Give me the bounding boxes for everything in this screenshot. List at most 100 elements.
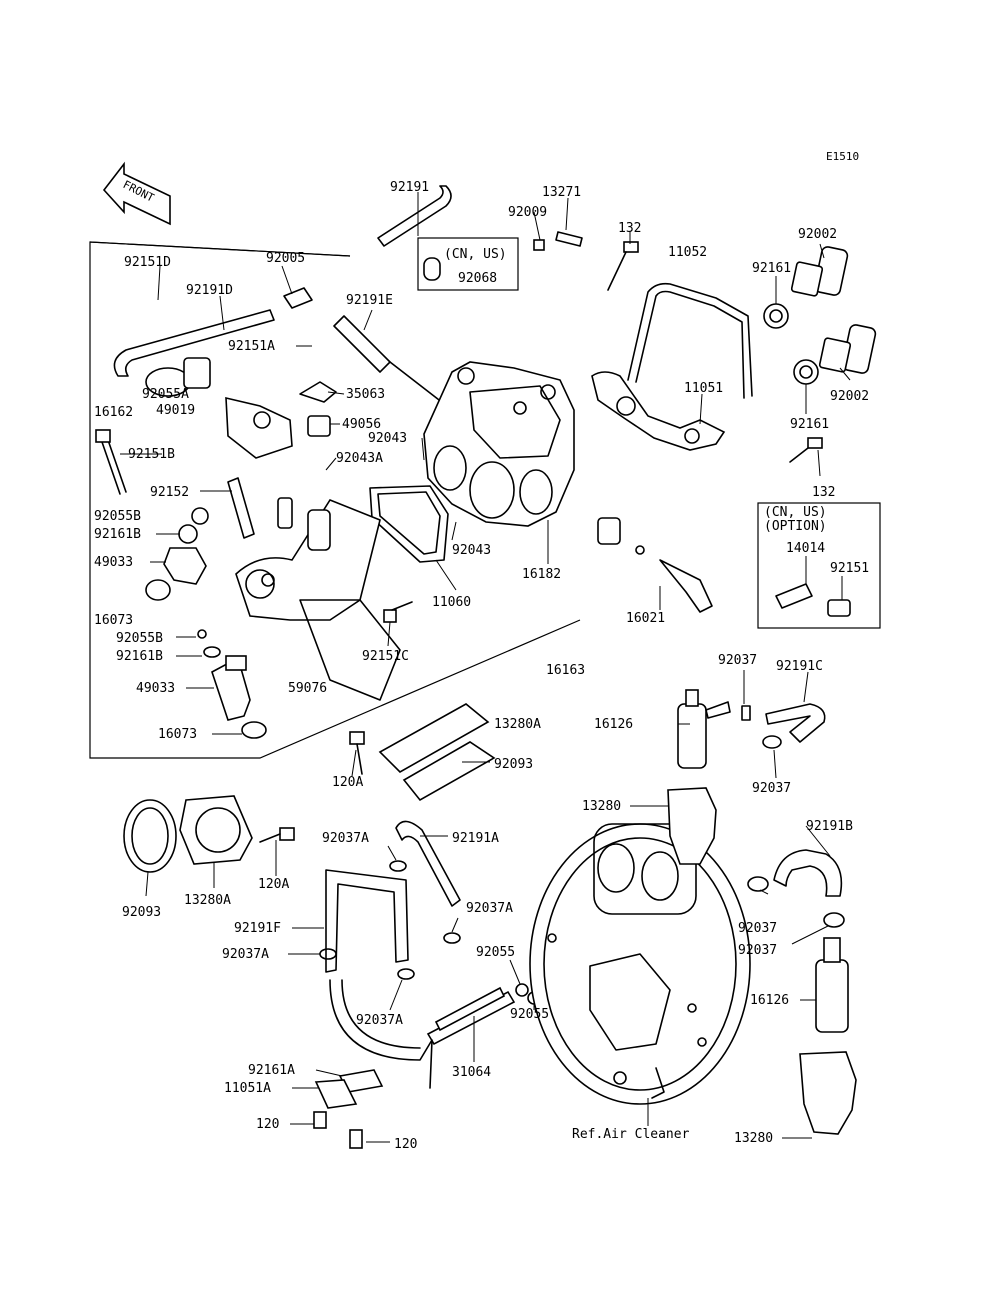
callout-92191d: 92191D	[186, 283, 233, 298]
callout-92055b-lower: 92055B	[116, 631, 163, 646]
bolt-132-upper	[607, 241, 639, 291]
callout-92161a: 92161A	[248, 1063, 295, 1078]
clip-92037a-3	[397, 968, 415, 980]
gasket-11060	[369, 485, 449, 563]
callout-92152: 92152	[150, 485, 189, 500]
callout-31064: 31064	[452, 1065, 491, 1080]
callout-92037-a: 92037	[718, 653, 757, 668]
ring-92093-lower	[123, 799, 177, 873]
callout-92043-a: 92043	[368, 431, 407, 446]
callout-92191f: 92191F	[234, 921, 281, 936]
bracket-11051a	[314, 1079, 358, 1109]
callout-49019: 49019	[156, 403, 195, 418]
callout-13280a-lower: 13280A	[184, 893, 231, 908]
callout-92191: 92191	[390, 180, 429, 195]
callout-16163: 16163	[546, 663, 585, 678]
hose-92191a	[395, 820, 461, 907]
callout-132-top: 132	[618, 221, 641, 236]
callout-92191e: 92191E	[346, 293, 393, 308]
seal-16073-upper	[145, 579, 171, 601]
fuel-pump-49019	[225, 396, 293, 459]
cap-92068	[423, 257, 441, 281]
holder-13280-upper	[667, 787, 717, 865]
bolt-120-2	[349, 1129, 363, 1149]
callout-92151b: 92151B	[128, 447, 175, 462]
callout-92037-b: 92037	[752, 781, 791, 796]
callout-14014: 14014	[786, 541, 825, 556]
callout-13280-lower: 13280	[734, 1131, 773, 1146]
bolt-132-lower	[789, 437, 823, 463]
o-ring-92055b-lower	[197, 629, 207, 639]
callout-11060: 11060	[432, 595, 471, 610]
bolt-120a-middle	[349, 731, 365, 775]
callout-92161b-lower: 92161B	[116, 649, 163, 664]
callout-16073-upper: 16073	[94, 613, 133, 628]
callout-49056: 49056	[342, 417, 381, 432]
callout-92161-mid: 92161	[790, 417, 829, 432]
callout-35063: 35063	[346, 387, 385, 402]
callout-ref-air-cleaner: Ref.Air Cleaner	[572, 1127, 690, 1142]
callout-92055-2: 92055	[510, 1007, 549, 1022]
holder-13280-lower	[799, 1051, 857, 1135]
air-cleaner-base	[529, 823, 751, 1105]
fitting-92002-lower	[793, 324, 877, 385]
callout-92191c: 92191C	[776, 659, 823, 674]
seal-16073-lower	[241, 721, 267, 739]
bolt-92151c	[383, 601, 413, 623]
throttle-body	[423, 361, 575, 527]
option-box	[757, 502, 881, 629]
bolt-120a-lower	[259, 827, 295, 843]
callout-16126-lower: 16126	[750, 993, 789, 1008]
hose-92191b	[773, 849, 843, 897]
bracket-14014	[775, 583, 813, 609]
bolt-92151b	[95, 429, 127, 495]
callout-cn-us-a: (CN, US)	[444, 247, 507, 262]
callout-92068: 92068	[458, 271, 497, 286]
callout-11051a: 11051A	[224, 1081, 271, 1096]
bolt-92151	[827, 599, 851, 617]
callout-92037a-1: 92037A	[322, 831, 369, 846]
diagram-code: E1510	[826, 150, 859, 163]
callout-92037a-3: 92037A	[222, 947, 269, 962]
callout-92005: 92005	[266, 251, 305, 266]
sensor-16021	[597, 517, 713, 613]
bolt-120-1	[313, 1111, 327, 1129]
clip-92037-upper-2	[762, 735, 782, 749]
callout-11051: 11051	[684, 381, 723, 396]
o-ring-92161b-upper	[178, 524, 198, 544]
bracket-35063	[299, 381, 337, 403]
sensor-49056	[307, 415, 331, 437]
hose-92191c	[765, 703, 826, 743]
tee-fitting-92005	[283, 287, 313, 309]
callout-92043-b: 92043	[452, 543, 491, 558]
clip-13271	[555, 231, 583, 247]
callout-120a-lower: 120A	[258, 877, 289, 892]
callout-92161-top: 92161	[752, 261, 791, 276]
callout-92055-1: 92055	[476, 945, 515, 960]
callout-92055b-upper: 92055B	[94, 509, 141, 524]
callout-92002-mid: 92002	[830, 389, 869, 404]
callout-92151c: 92151C	[362, 649, 409, 664]
clip-92037-lower-2	[823, 912, 845, 928]
clip-92037a-1	[389, 860, 407, 872]
callout-49033-upper: 49033	[94, 555, 133, 570]
pin-92152	[227, 477, 255, 539]
callout-16073-lower: 16073	[158, 727, 197, 742]
left-group-frame	[89, 241, 581, 759]
injector-49033-lower	[211, 655, 251, 721]
leader-lines	[120, 192, 851, 1143]
callout-92151d: 92151D	[124, 255, 171, 270]
bracket-11051	[591, 371, 726, 451]
callout-16182: 16182	[522, 567, 561, 582]
callout-120-1: 120	[256, 1117, 279, 1132]
o-ring-92055-1	[515, 983, 529, 997]
fuel-filter-16126-upper	[677, 689, 731, 769]
callout-13280-upper: 13280	[582, 799, 621, 814]
callout-92093-lower: 92093	[122, 905, 161, 920]
callout-cn-us-option-1: (CN, US)	[764, 505, 827, 520]
fitting-92002-upper	[763, 246, 849, 329]
clip-92037a-4	[443, 932, 461, 944]
callout-92151: 92151	[830, 561, 869, 576]
hose-92191f	[325, 869, 409, 973]
